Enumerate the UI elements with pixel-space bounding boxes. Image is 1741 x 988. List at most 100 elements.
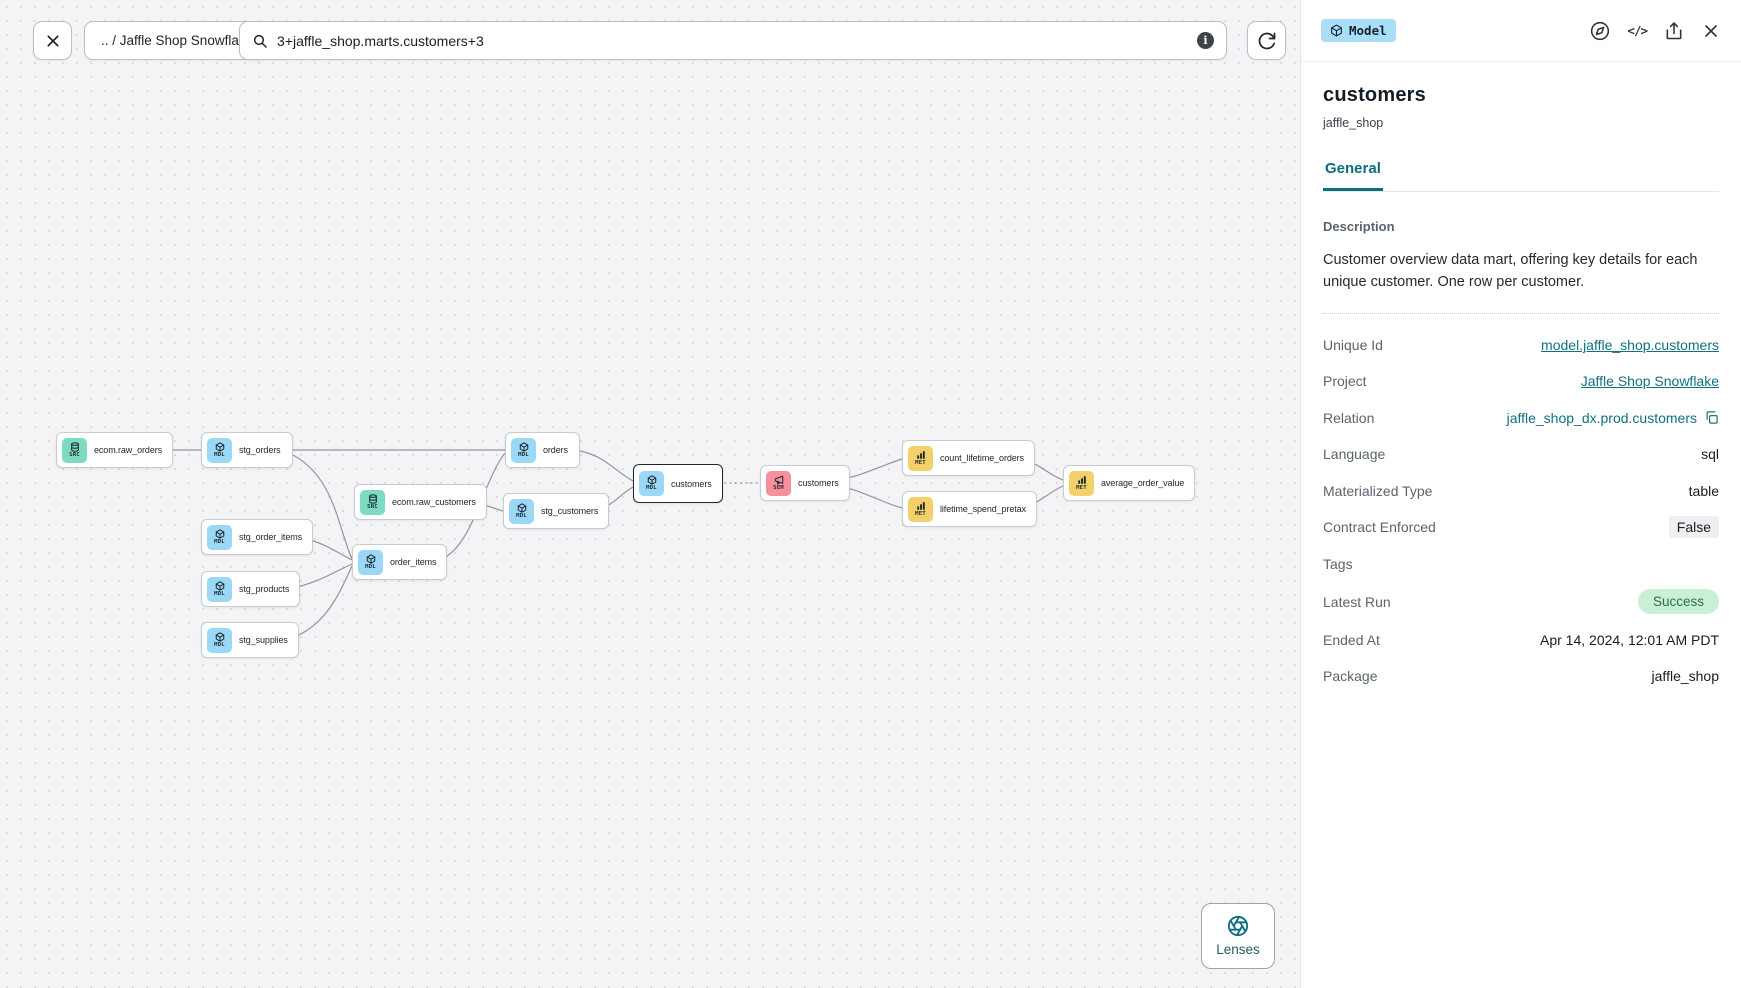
tab-general[interactable]: General [1323,160,1383,191]
description-text: Customer overview data mart, offering ke… [1323,252,1698,291]
field-value: sql [1701,446,1719,462]
field-value-text[interactable]: model.jaffle_shop.customers [1541,336,1719,353]
node-label: order_items [390,557,437,567]
node-met-count-lifetime-orders[interactable]: MET count_lifetime_orders [902,440,1035,476]
node-met-lifetime-spend-pretax[interactable]: MET lifetime_spend_pretax [902,491,1037,527]
field-value[interactable]: jaffle_shop_dx.prod.customers [1507,410,1719,426]
field-relation: Relation jaffle_shop_dx.prod.customers [1323,407,1719,429]
field-label: Materialized Type [1323,482,1433,499]
node-mdl-stg-supplies[interactable]: MDL stg_supplies [201,622,299,658]
cube-icon: MDL [358,549,383,575]
field-ended-at: Ended At Apr 14, 2024, 12:01 AM PDT [1323,629,1719,651]
cube-icon [1331,24,1342,37]
field-value: table [1689,483,1719,499]
badge-label: Model [1349,23,1387,38]
code-icon: </> [1627,23,1648,38]
node-label: ecom.raw_orders [94,445,163,455]
lenses-label: Lenses [1216,942,1260,957]
field-label: Unique Id [1323,336,1383,353]
cube-icon: MDL [207,576,232,602]
field-contract-enforced: Contract Enforced False [1323,516,1719,539]
node-label: stg_orders [239,445,281,455]
cube-icon: MDL [207,437,232,463]
lineage-search[interactable]: i [239,21,1227,60]
node-met-average-order-value[interactable]: MET average_order_value [1063,465,1196,501]
cube-icon: MDL [639,471,664,496]
node-sem-customers[interactable]: SEM customers [760,465,850,501]
copy-icon[interactable] [1704,410,1719,425]
lenses-aperture-icon [1227,915,1249,937]
field-label: Latest Run [1323,593,1391,610]
node-src-ecom-raw-customers[interactable]: SRC ecom.raw_customers [354,484,487,520]
refresh-icon [1258,32,1275,49]
panel-header: Model </> [1301,0,1741,62]
close-panel-button[interactable] [1701,21,1721,41]
panel-subtitle: jaffle_shop [1323,116,1384,130]
node-mdl-stg-products[interactable]: MDL stg_products [201,571,301,607]
lineage-toolbar: .. / Jaffle Shop Snowflake i [0,0,1300,80]
lenses-button[interactable]: Lenses [1201,903,1275,969]
bar-chart-icon: MET [908,445,933,471]
field-value: Success [1637,589,1719,615]
field-label: Relation [1323,409,1375,426]
bar-chart-icon: MET [1069,470,1094,496]
node-label: count_lifetime_orders [940,453,1024,463]
cube-icon: MDL [207,627,232,653]
field-label: Ended At [1323,631,1380,648]
lineage-edge [292,454,353,560]
database-icon: SRC [360,489,385,515]
field-value-text: Apr 14, 2024, 12:01 AM PDT [1540,631,1719,648]
node-label: stg_products [239,584,290,594]
view-code-button[interactable]: </> [1627,23,1648,38]
field-unique-id: Unique Id model.jaffle_shop.customers [1323,334,1719,356]
search-icon [253,34,267,48]
field-value-text[interactable]: Jaffle Shop Snowflake [1580,373,1719,390]
field-value-text: table [1688,482,1719,499]
node-label: stg_customers [541,506,599,516]
explore-button[interactable] [1590,21,1610,41]
field-label: Language [1323,446,1386,463]
field-value[interactable]: Jaffle Shop Snowflake [1581,373,1719,389]
refresh-button[interactable] [1247,21,1286,60]
search-input[interactable] [277,32,1188,49]
model-type-badge: Model [1321,19,1396,42]
field-value-text[interactable]: jaffle_shop_dx.prod.customers [1506,409,1697,426]
close-lineage-button[interactable] [33,21,72,60]
panel-title: customers [1323,84,1426,106]
details-panel: Model </> customers jaffle_shop [1300,0,1741,988]
node-label: stg_order_items [239,532,303,542]
panel-body: customers jaffle_shop General Descriptio… [1301,62,1741,702]
share-icon [1666,21,1682,39]
panel-actions: </> [1590,21,1721,41]
breadcrumb-label: .. / Jaffle Shop Snowflake [101,33,254,48]
node-label: stg_supplies [239,635,288,645]
info-icon[interactable]: i [1197,32,1214,49]
field-label: Project [1323,373,1367,390]
field-value-text: False [1668,516,1719,539]
field-value-text: Success [1637,589,1719,615]
bar-chart-icon: MET [908,496,933,522]
field-label: Package [1323,668,1378,685]
node-mdl-stg-orders[interactable]: MDL stg_orders [201,432,293,468]
node-label: customers [798,478,839,488]
node-label: ecom.raw_customers [392,497,476,507]
field-value: False [1668,516,1719,539]
field-value: Apr 14, 2024, 12:01 AM PDT [1540,632,1719,648]
compass-icon [1591,21,1610,40]
node-label: average_order_value [1101,478,1185,488]
close-icon [46,34,59,47]
divider [1323,312,1719,314]
share-button[interactable] [1664,21,1684,41]
megaphone-icon: SEM [766,470,791,496]
node-mdl-order-items[interactable]: MDL order_items [352,544,448,580]
node-label: lifetime_spend_pretax [940,504,1026,514]
field-label: Contract Enforced [1323,519,1436,536]
field-value[interactable]: model.jaffle_shop.customers [1541,337,1719,353]
